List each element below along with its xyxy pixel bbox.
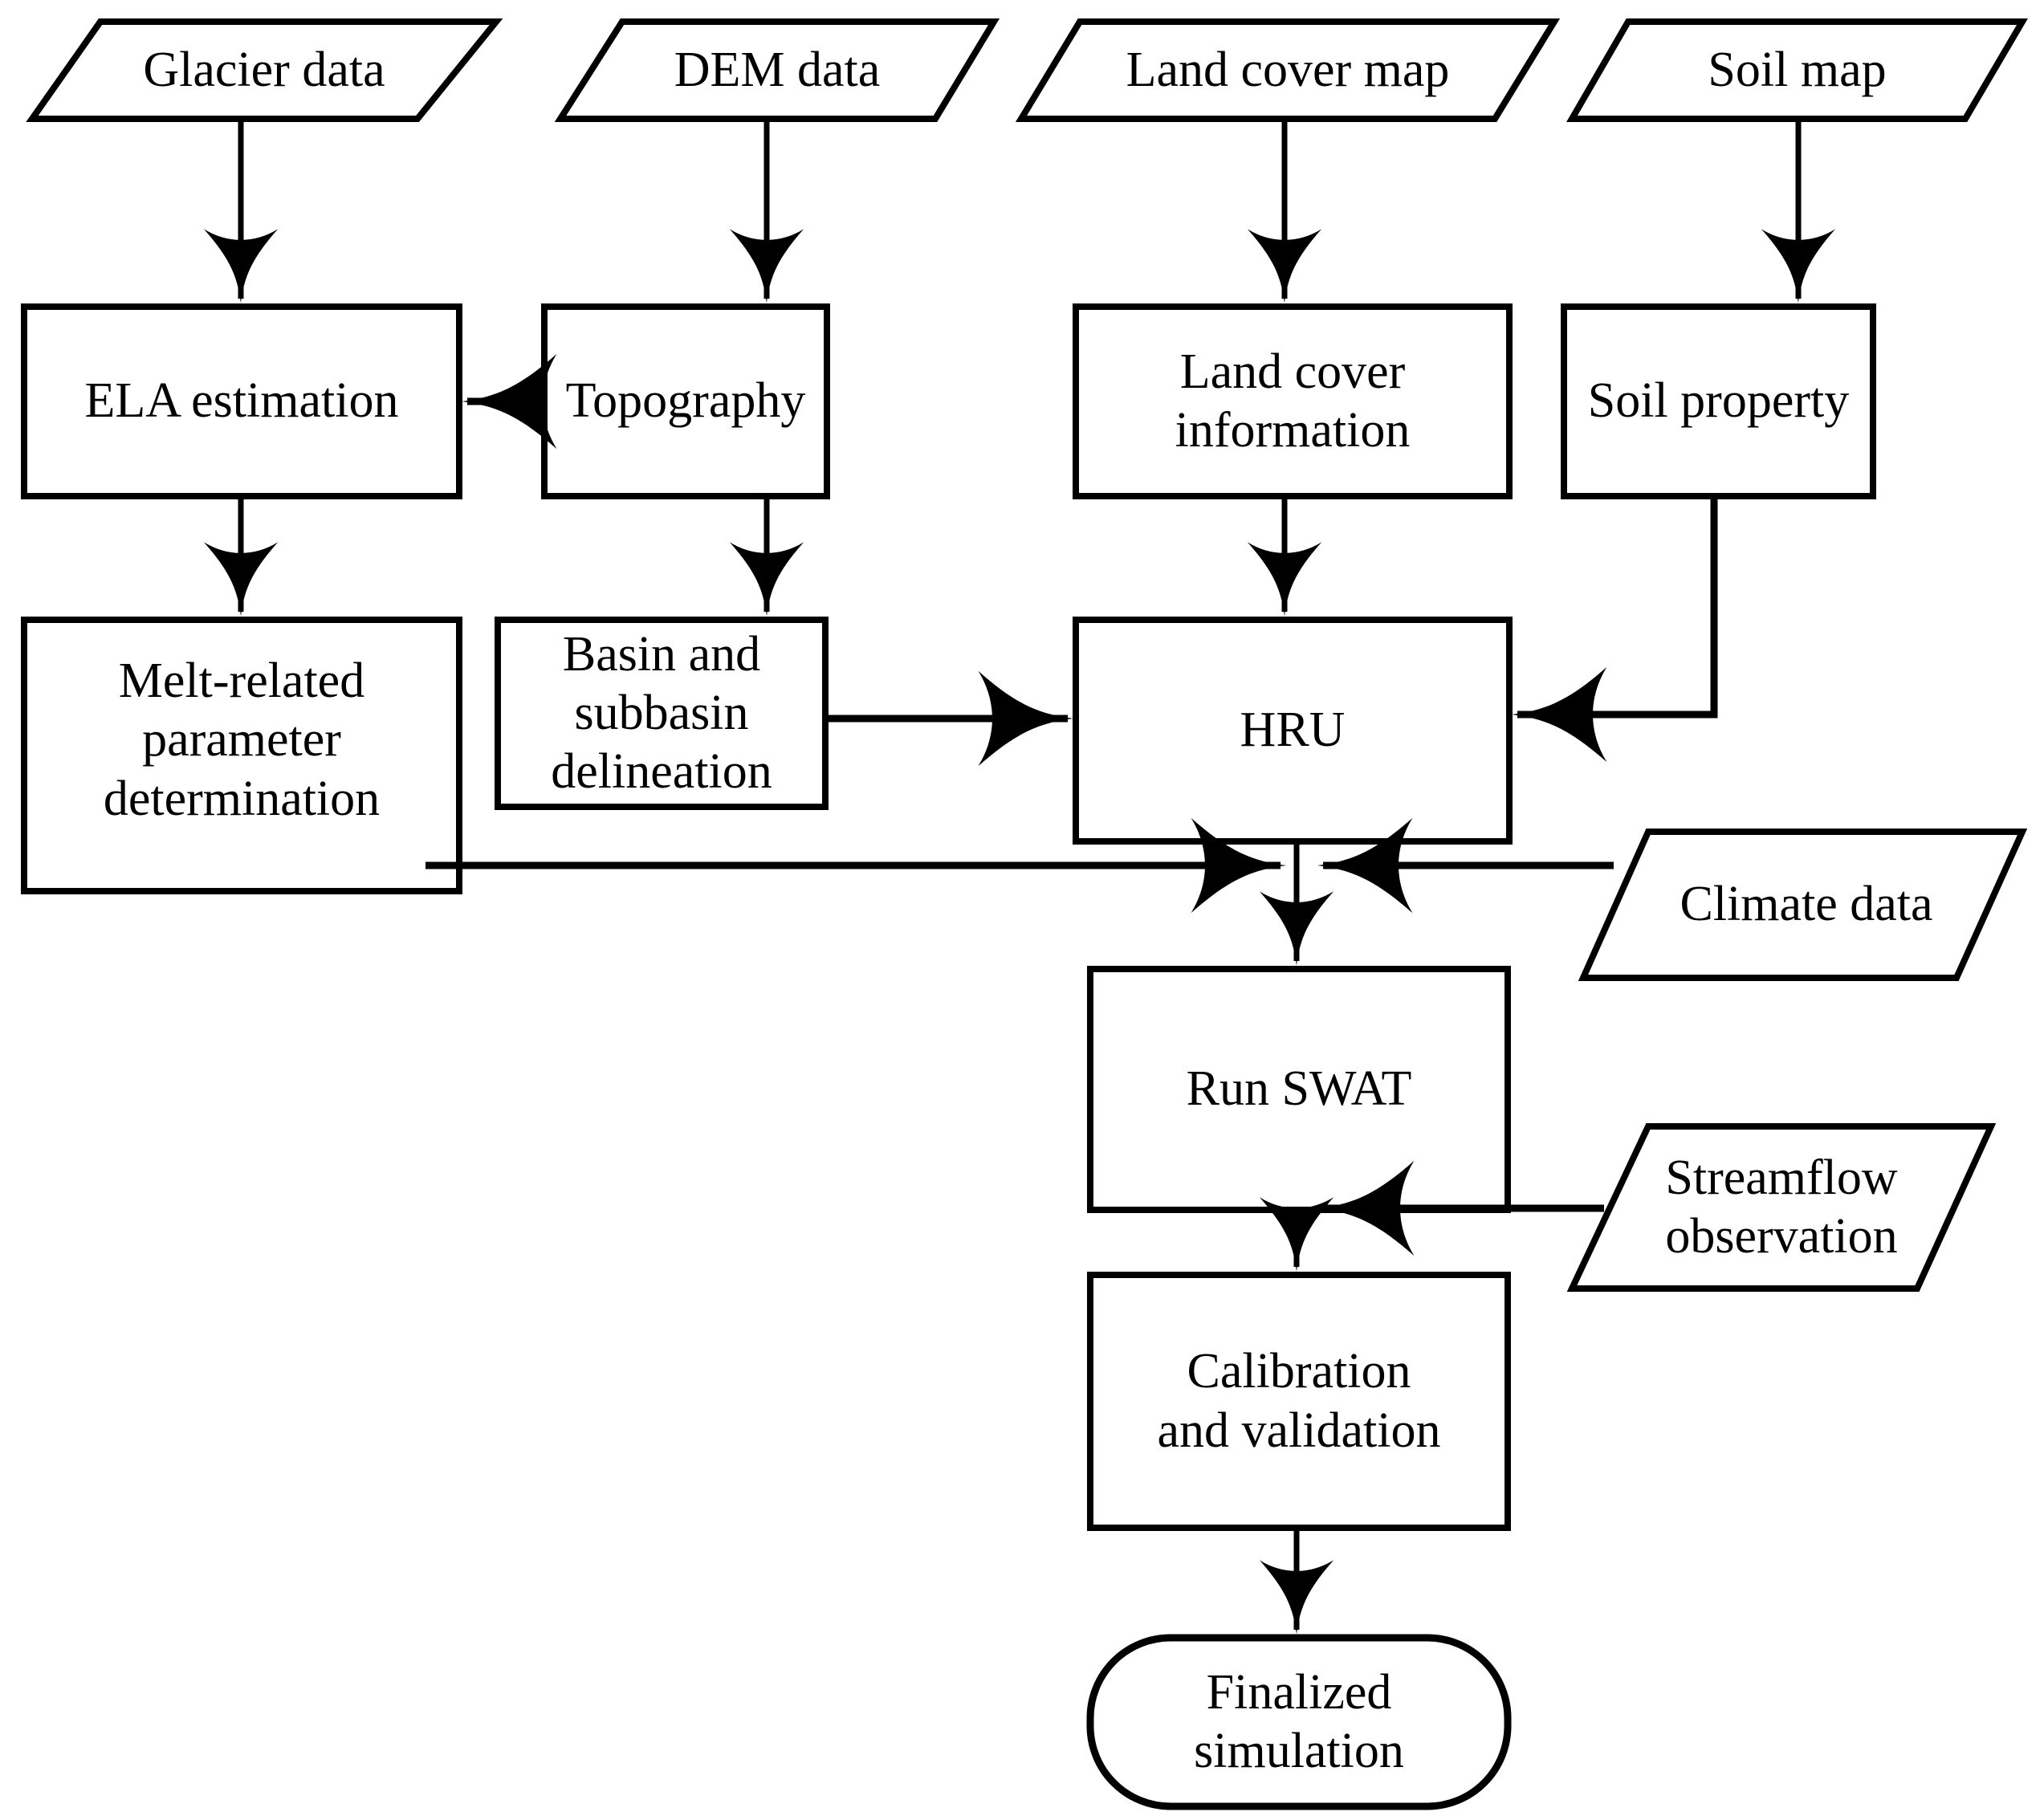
node-shape-finalized-simulation[interactable] [1086, 1634, 1512, 1810]
node-shape-land-cover-information[interactable] [1073, 303, 1513, 499]
node-shape-calibration-and-validation[interactable] [1087, 1272, 1511, 1531]
node-shape-ela-estimation[interactable] [21, 303, 462, 499]
node-shape-dem-data[interactable] [554, 18, 1000, 122]
node-shape-hru[interactable] [1073, 617, 1513, 845]
node-shape-glacier-data[interactable] [26, 18, 503, 122]
node-shape-melt-related-parameter-determination[interactable] [21, 617, 462, 894]
node-shape-land-cover-map[interactable] [1015, 18, 1561, 122]
node-shape-soil-property[interactable] [1561, 303, 1876, 499]
node-shape-topography[interactable] [541, 303, 830, 499]
node-shape-run-swat[interactable] [1087, 966, 1511, 1213]
edge-soilproperty-to-hru [1511, 496, 1718, 763]
node-shape-climate-data[interactable] [1578, 829, 2028, 981]
node-shape-soil-map[interactable] [1566, 18, 2028, 122]
node-shape-basin-and-subbasin-delineation[interactable] [495, 617, 829, 810]
node-shape-streamflow-observation[interactable] [1566, 1123, 1997, 1292]
